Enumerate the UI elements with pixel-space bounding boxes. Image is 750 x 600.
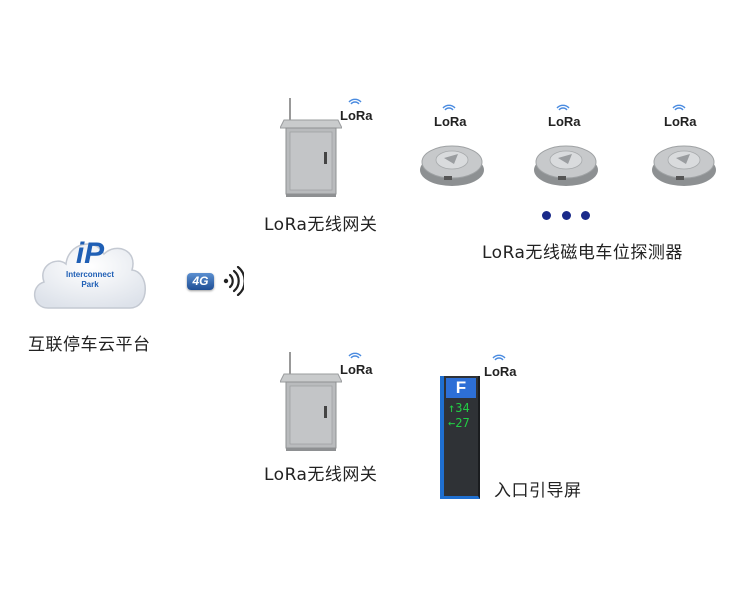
lora-signal-icon (442, 104, 456, 111)
guide-screen-row2: ←27 (448, 416, 470, 430)
lora-signal-icon (672, 104, 686, 111)
logo-line2: Park (81, 280, 99, 289)
cloud-logo: iP Interconnect Park (62, 238, 118, 298)
guide-screen-device: F ↑34 ←27 (440, 376, 480, 499)
lora-badge-text: LoRa (484, 364, 517, 379)
guide-screen-label: 入口引导屏 (494, 481, 582, 501)
cloud-platform-icon (34, 243, 146, 309)
sign-letter: F (455, 378, 467, 397)
lora-badge-sensor-2: LoRa (548, 104, 588, 136)
lora-badge-gateway-top: LoRa (340, 98, 380, 130)
lora-badge-sensor-1: LoRa (434, 104, 474, 136)
lora-badge-text: LoRa (548, 114, 581, 129)
lora-badge-guide-screen: LoRa (484, 354, 524, 386)
sensors-label: LoRa无线磁电车位探测器 (482, 243, 683, 263)
guide-screen-row1: ↑34 (448, 401, 470, 415)
ellipsis-dot-3 (581, 211, 590, 220)
parking-sensor-icon-1 (420, 145, 484, 186)
logo-letters: iP (75, 237, 105, 270)
lora-badge-text: LoRa (434, 114, 467, 129)
lora-signal-icon (348, 352, 362, 359)
lora-signal-icon (348, 98, 362, 105)
4g-badge: 4G (187, 273, 214, 290)
parking-sensor-icon-3 (652, 145, 716, 186)
gateway-bottom-label: LoRa无线网关 (264, 465, 378, 485)
gateway-cabinet-icon (280, 98, 342, 197)
gateway-cabinet-icon (280, 352, 342, 451)
cloud-platform-label: 互联停车云平台 (28, 335, 151, 355)
lora-badge-sensor-3: LoRa (664, 104, 704, 136)
ellipsis-dot-1 (542, 211, 551, 220)
lora-badge-gateway-bottom: LoRa (340, 352, 380, 384)
lora-signal-icon (556, 104, 570, 111)
lora-badge-text: LoRa (664, 114, 697, 129)
wireless-signal-icon (223, 266, 244, 296)
gateway-top-label: LoRa无线网关 (264, 215, 378, 235)
lora-badge-text: LoRa (340, 108, 373, 123)
lora-badge-text: LoRa (340, 362, 373, 377)
ellipsis-dot-2 (562, 211, 571, 220)
parking-sensor-icon-2 (534, 145, 598, 186)
guide-screen-sign: F (446, 378, 476, 398)
lora-signal-icon (492, 354, 506, 361)
logo-line1: Interconnect (65, 270, 114, 279)
